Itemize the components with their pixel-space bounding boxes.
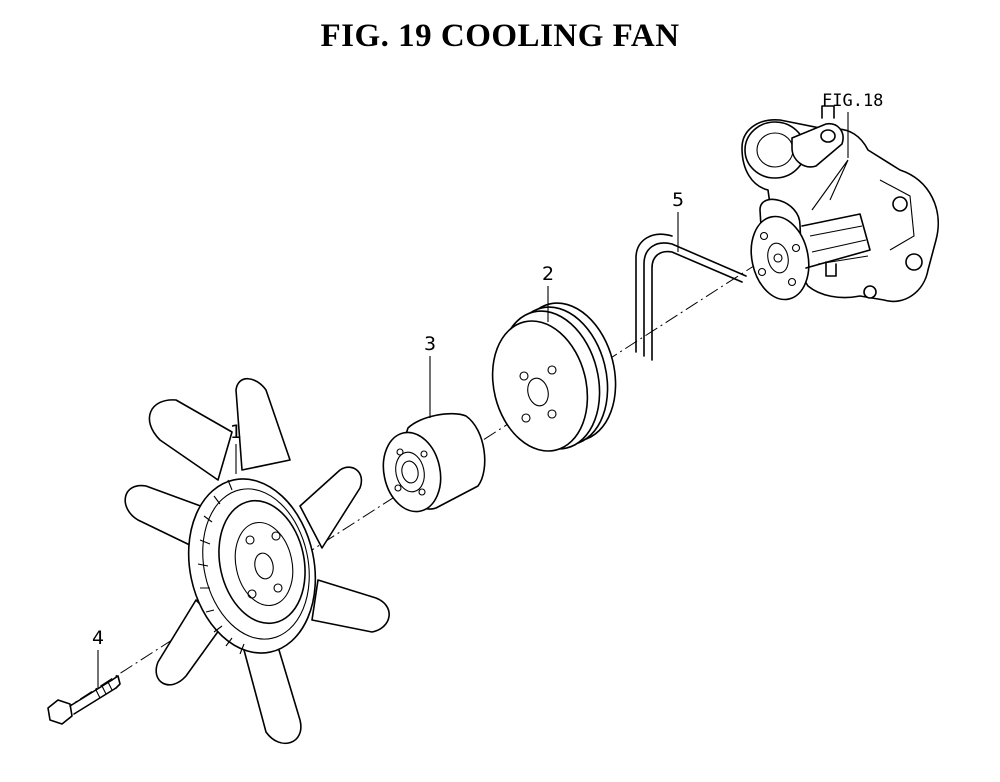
- v-belt: [635, 233, 747, 361]
- callout-5: 5: [672, 189, 684, 211]
- pulley: [491, 302, 617, 452]
- callout-2: 2: [542, 263, 554, 285]
- bolt: [47, 675, 121, 725]
- figure-title: FIG. 19 COOLING FAN: [320, 18, 680, 54]
- cooling-fan: [124, 377, 390, 744]
- ref-fig18-label: FIG.18: [822, 91, 883, 111]
- callout-4: 4: [92, 627, 104, 649]
- callout-3: 3: [424, 333, 436, 355]
- callout-1: 1: [230, 421, 242, 443]
- water-pump: [741, 105, 940, 303]
- spacer: [382, 412, 486, 513]
